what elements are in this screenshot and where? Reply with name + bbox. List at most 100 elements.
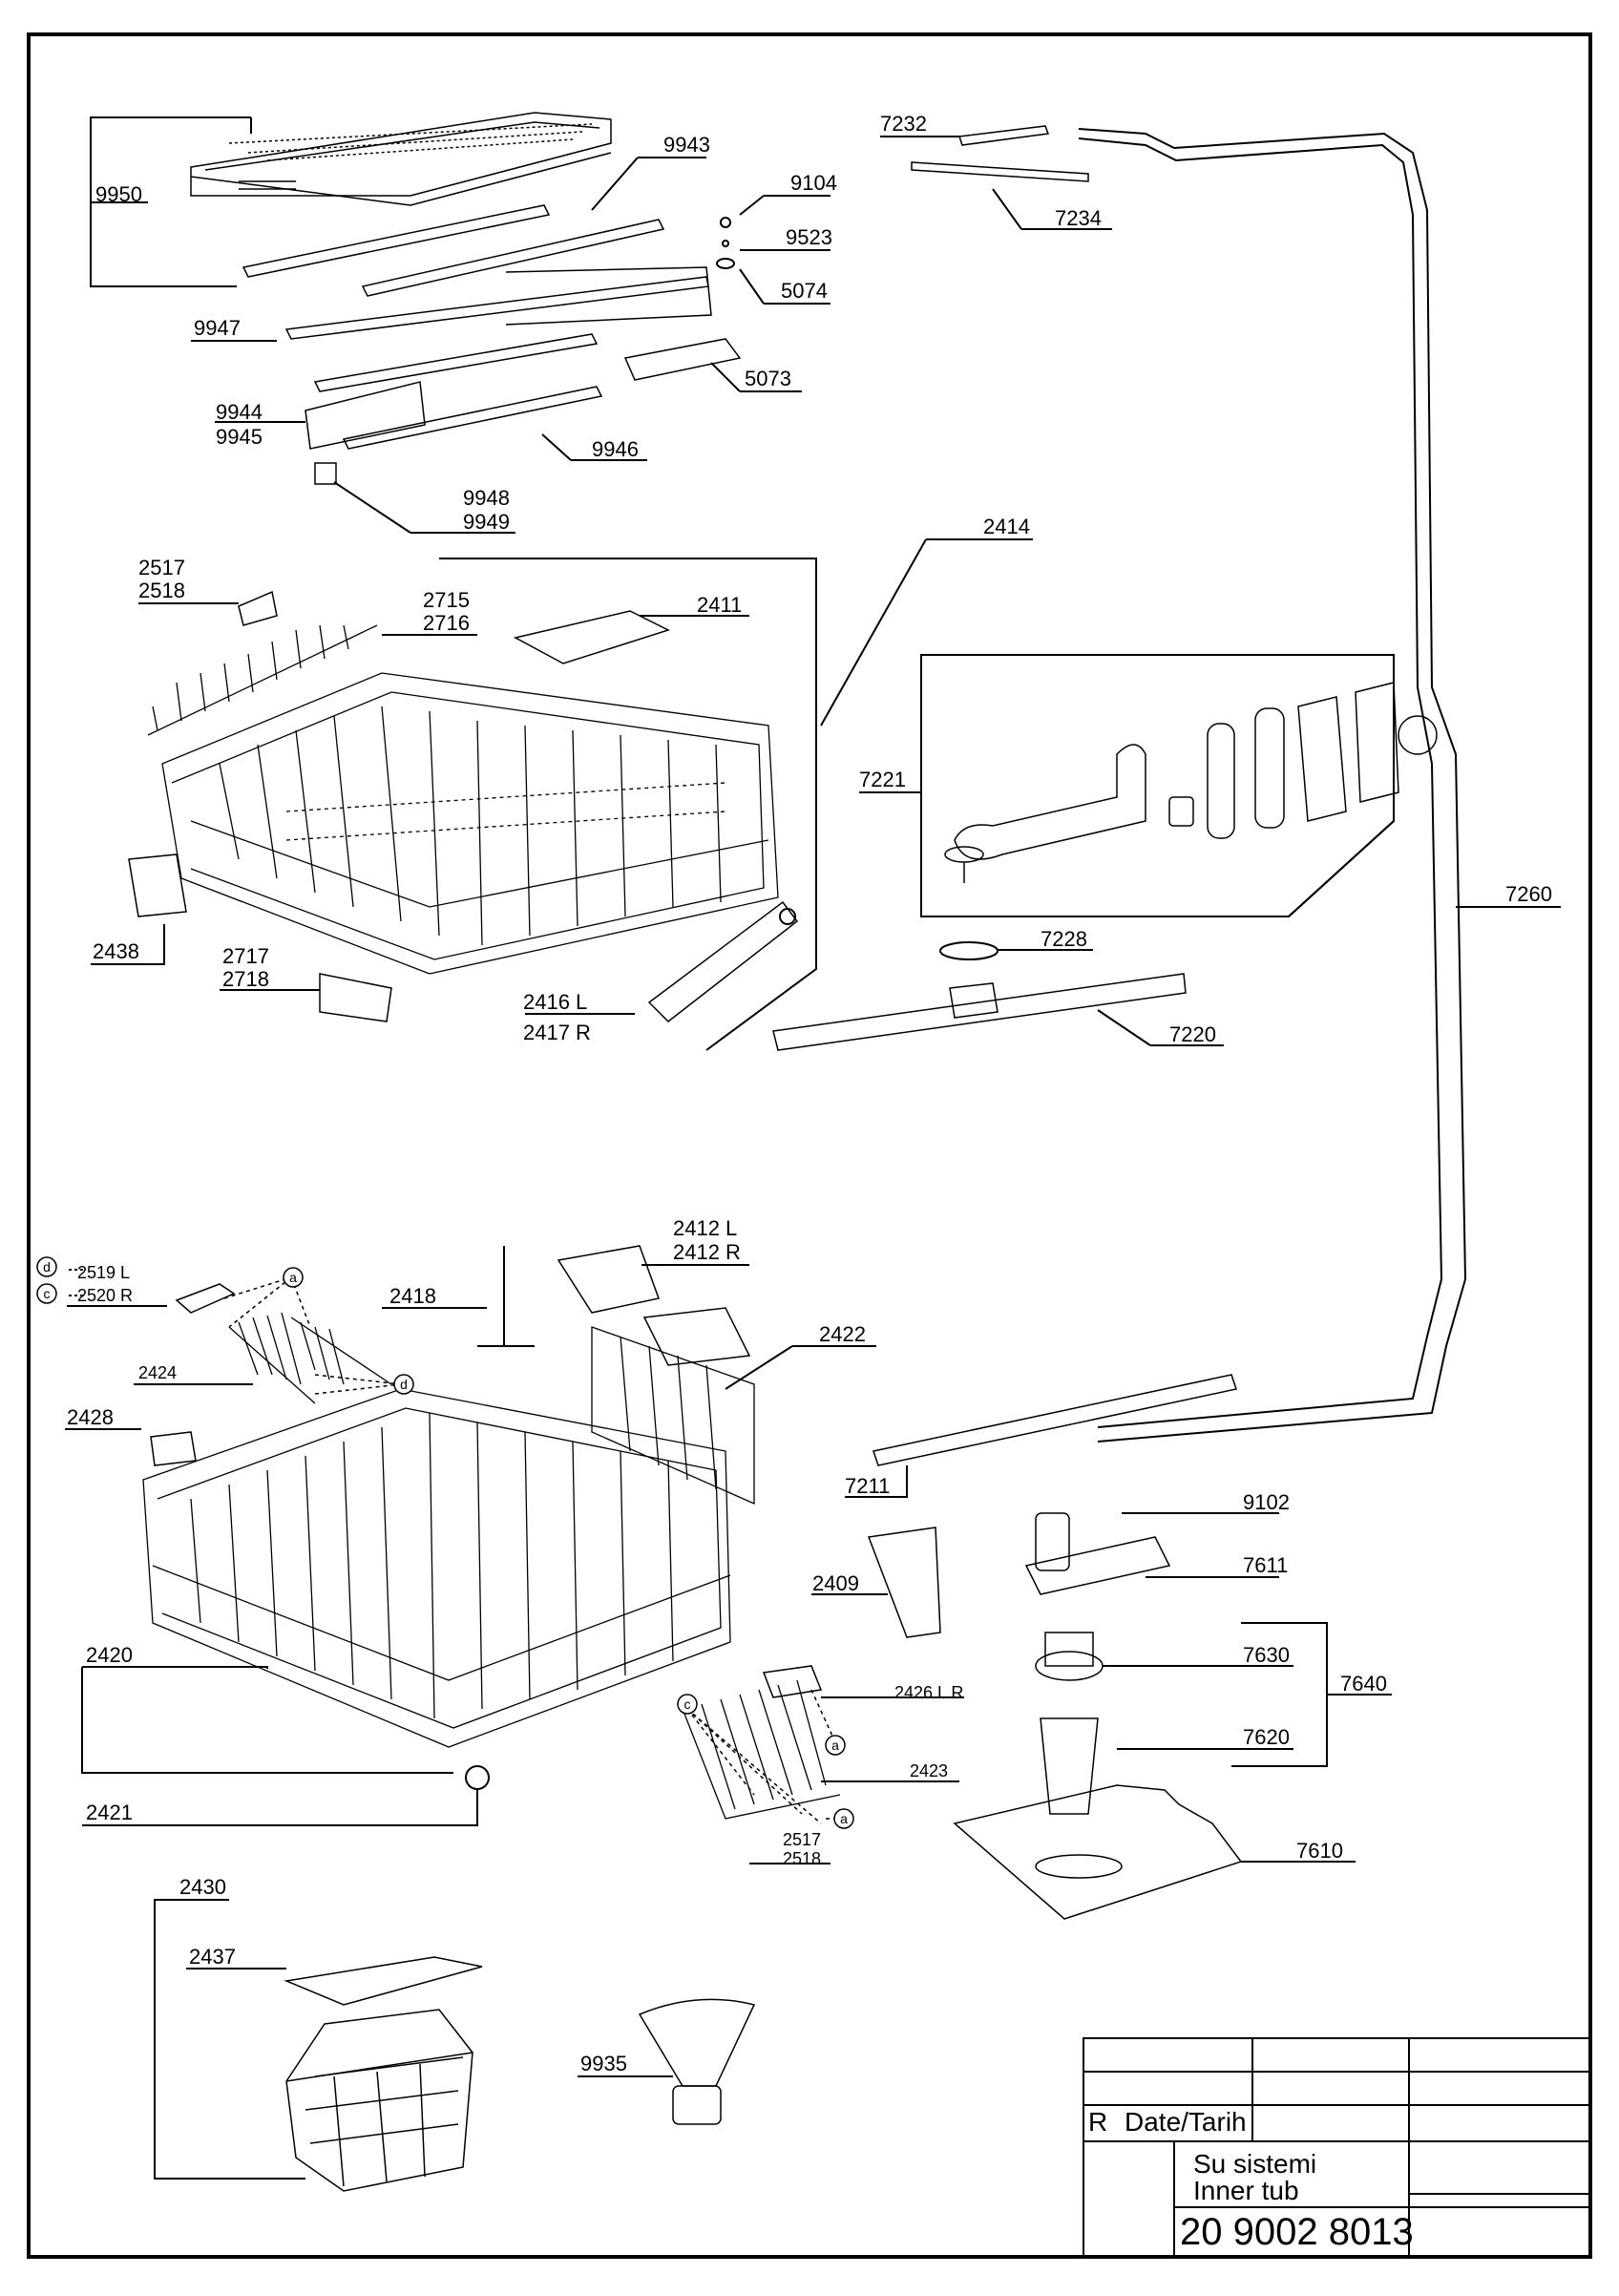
label-9102: 9102 [1243,1490,1290,1514]
marker-d-legend [36,1256,57,1277]
part-2426-drawing [762,1665,823,1698]
part-2421-drawing [465,1765,490,1790]
part-7620-drawing [1040,1717,1099,1815]
part-7232-drawing [957,125,1050,146]
tray-rails-drawing [242,204,712,450]
part-5074-drawing [716,258,735,269]
label-2422: 2422 [819,1322,866,1346]
title-block-drawing-number: 20 9002 8013 [1180,2211,1414,2253]
label-2437: 2437 [189,1945,236,1969]
label-7620: 7620 [1243,1725,1290,1749]
marker-c-legend [36,1283,57,1304]
label-2414: 2414 [983,515,1030,538]
label-2518-lower: 2518 [783,1849,822,1868]
part-9523-drawing [722,240,729,247]
label-7220: 7220 [1169,1022,1216,1046]
marker-a-right [825,1735,846,1756]
sheet-frame [27,32,1592,2259]
part-2416-drawing [647,900,799,1022]
marker-a-lower-text: a [840,1811,848,1826]
label-7260: 7260 [1505,882,1552,906]
cutlery-tray-drawing [190,112,612,206]
label-2412-right: 2412 R [673,1240,741,1264]
part-9944-drawing [305,381,426,450]
water-pipe-7260-outline-a [1078,128,1467,1443]
label-2409: 2409 [812,1571,859,1595]
part-2715-drawing [147,624,378,736]
part-2412-drawing [557,1245,660,1314]
label-7611: 7611 [1243,1553,1289,1577]
part-2409-drawing [867,1527,941,1638]
label-2715: 2715 [423,588,470,612]
part-2418-drawing [477,1246,535,1347]
label-2423: 2423 [910,1761,949,1780]
part-2519-drawing [175,1283,236,1314]
label-2428: 2428 [67,1405,114,1429]
title-block-title-en: Inner tub [1193,2176,1299,2205]
label-2517-lower: 2517 [783,1830,822,1849]
label-5074: 5074 [781,279,828,303]
marker-a-right-text: a [831,1738,839,1753]
marker-a-upper [283,1267,304,1288]
label-2426: 2426 L R [894,1683,964,1702]
label-2420: 2420 [86,1643,133,1667]
label-7211: 7211 [845,1474,891,1498]
water-pipe-7260-outline-b [1078,137,1443,1428]
label-9950: 9950 [95,182,142,206]
label-7640: 7640 [1340,1672,1387,1696]
label-2411: 2411 [697,593,743,617]
label-2430: 2430 [179,1875,226,1899]
label-9948: 9948 [463,486,510,510]
part-2438-drawing [128,853,187,917]
marker-d-rack-text: d [400,1377,408,1392]
title-block-title-tr: Su sistemi [1193,2149,1317,2179]
bracket-2414 [439,558,817,1051]
label-7610: 7610 [1296,1839,1343,1863]
label-9944: 9944 [216,400,263,424]
label-9946: 9946 [592,437,639,461]
part-2428-drawing [150,1431,197,1466]
title-block-rev: R [1088,2107,1108,2137]
label-5073: 5073 [745,367,791,390]
label-9943: 9943 [663,133,710,157]
title-block-date: Date/Tarih [1125,2107,1247,2137]
label-9949: 9949 [463,510,510,534]
part-2517-clip-drawing [238,590,278,626]
part-9948-drawing [314,462,337,485]
label-2418: 2418 [389,1284,436,1308]
leader-lines [65,116,1561,2077]
part-2717-drawing [319,973,392,1022]
part-2424-drawing [228,1312,392,1404]
label-7630: 7630 [1243,1643,1290,1667]
part-2423-drawing [682,1679,841,1820]
marker-c-rack-text: c [684,1696,691,1712]
label-2416: 2416 L [523,990,588,1014]
part-9104-drawing [720,217,731,228]
part-5073-drawing [623,338,742,381]
marker-c-rack [677,1694,698,1715]
label-2421: 2421 [86,1801,133,1824]
part-7610-drawing [953,1784,1243,1920]
marker-c-legend-text: c [44,1286,51,1301]
label-9945: 9945 [216,425,263,449]
label-9947: 9947 [194,316,241,340]
part-7211-drawing [873,1374,1237,1466]
label-2424: 2424 [138,1363,178,1382]
inset-parts-7221 [944,682,1438,883]
label-2717: 2717 [222,944,269,968]
part-7611-drawing [1024,1536,1171,1595]
part-2437-drawing [284,1956,483,2006]
cutlery-basket-drawing [285,2009,473,2192]
label-9523: 9523 [786,225,832,249]
marker-d-legend-text: d [43,1259,51,1274]
label-2518-upper: 2518 [138,579,185,602]
marker-a-upper-text: a [289,1270,297,1285]
part-2422-drawing [591,1326,755,1505]
label-2417: 2417 R [523,1021,591,1044]
label-7234: 7234 [1055,206,1102,230]
label-2519: 2519 L [77,1263,131,1282]
upper-basket-drawing [161,672,779,975]
